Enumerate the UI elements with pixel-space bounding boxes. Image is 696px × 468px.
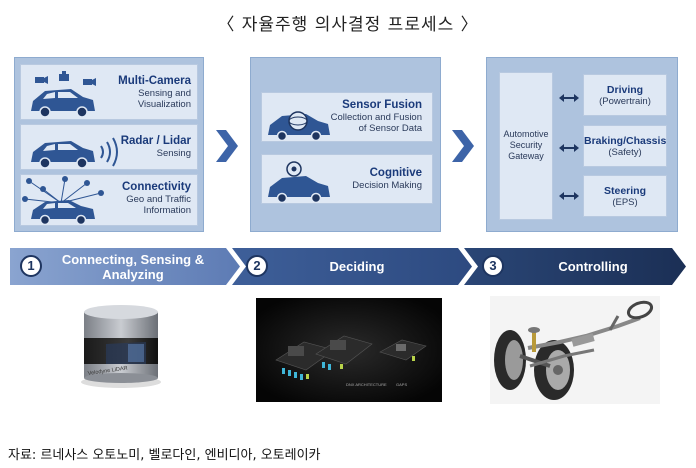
- double-arrow-icon: [559, 144, 579, 152]
- stage3-number-badge: 3: [482, 255, 504, 277]
- computing-boards-image: DNX ARCHITECTURE GAPS: [256, 298, 442, 402]
- connectivity-text: Connectivity Geo and Traffic Information: [121, 181, 191, 216]
- multi-camera-card: Multi-Camera Sensing and Visualization: [20, 64, 198, 120]
- stage1-panel: Multi-Camera Sensing and Visualization R…: [14, 57, 204, 232]
- radar-lidar-card: Radar / Lidar Sensing: [20, 124, 198, 170]
- radar-lidar-text: Radar / Lidar Sensing: [120, 135, 191, 159]
- board-caption-2: GAPS: [396, 382, 407, 387]
- stage1-banner: [10, 248, 240, 285]
- stage2-banner: [232, 248, 472, 285]
- security-gateway-label: Automotive Security Gateway: [503, 129, 549, 161]
- driving-card: Driving (Powertrain): [583, 74, 667, 116]
- connectivity-card: Connectivity Geo and Traffic Information: [20, 174, 198, 226]
- stage3-panel: Automotive Security Gateway Driving (Pow…: [486, 57, 678, 232]
- connected-car-icon: [22, 176, 104, 225]
- sensor-fusion-car-icon: [268, 111, 330, 141]
- multi-camera-text: Multi-Camera Sensing and Visualization: [118, 75, 191, 110]
- double-arrow-icon: [559, 192, 579, 200]
- stage1-label: Connecting, Sensing & Analyzing: [61, 252, 205, 282]
- cognitive-text: Cognitive Decision Making: [352, 167, 422, 191]
- sensor-fusion-card: Sensor Fusion Collection and Fusion of S…: [261, 92, 433, 142]
- board-caption-1: DNX ARCHITECTURE: [346, 382, 387, 387]
- security-gateway-card: Automotive Security Gateway: [499, 72, 553, 220]
- lidar-brand-text: Velodyne LiDAR: [87, 365, 128, 377]
- sensor-fusion-text: Sensor Fusion Collection and Fusion of S…: [330, 99, 422, 134]
- chevron-right-icon: [452, 130, 474, 162]
- lidar-sensor-image: Velodyne LiDAR: [81, 305, 161, 388]
- cognitive-card: Cognitive Decision Making: [261, 154, 433, 204]
- source-note: 자료: 르네사스 오토노미, 벨로다인, 엔비디아, 오토레이카: [8, 448, 321, 463]
- stage2-number-badge: 2: [246, 255, 268, 277]
- double-arrow-icon: [559, 94, 579, 102]
- stage1-number-badge: 1: [20, 255, 42, 277]
- stage3-banner: [464, 248, 686, 285]
- camera-car-icon: [31, 71, 96, 118]
- braking-chassis-card: Braking/Chassis (Safety): [583, 125, 667, 167]
- diagram-title: 〈 자율주행 의사결정 프로세스 〉: [217, 15, 479, 35]
- stage2-panel: Sensor Fusion Collection and Fusion of S…: [250, 57, 441, 232]
- stage2-label: Deciding: [329, 259, 385, 274]
- chassis-steering-image: [490, 296, 660, 404]
- radar-car-icon: [31, 137, 118, 169]
- chevron-right-icon: [216, 130, 238, 162]
- cognitive-car-icon: [268, 161, 330, 203]
- steering-card: Steering (EPS): [583, 175, 667, 217]
- stage3-label: Controlling: [558, 259, 628, 274]
